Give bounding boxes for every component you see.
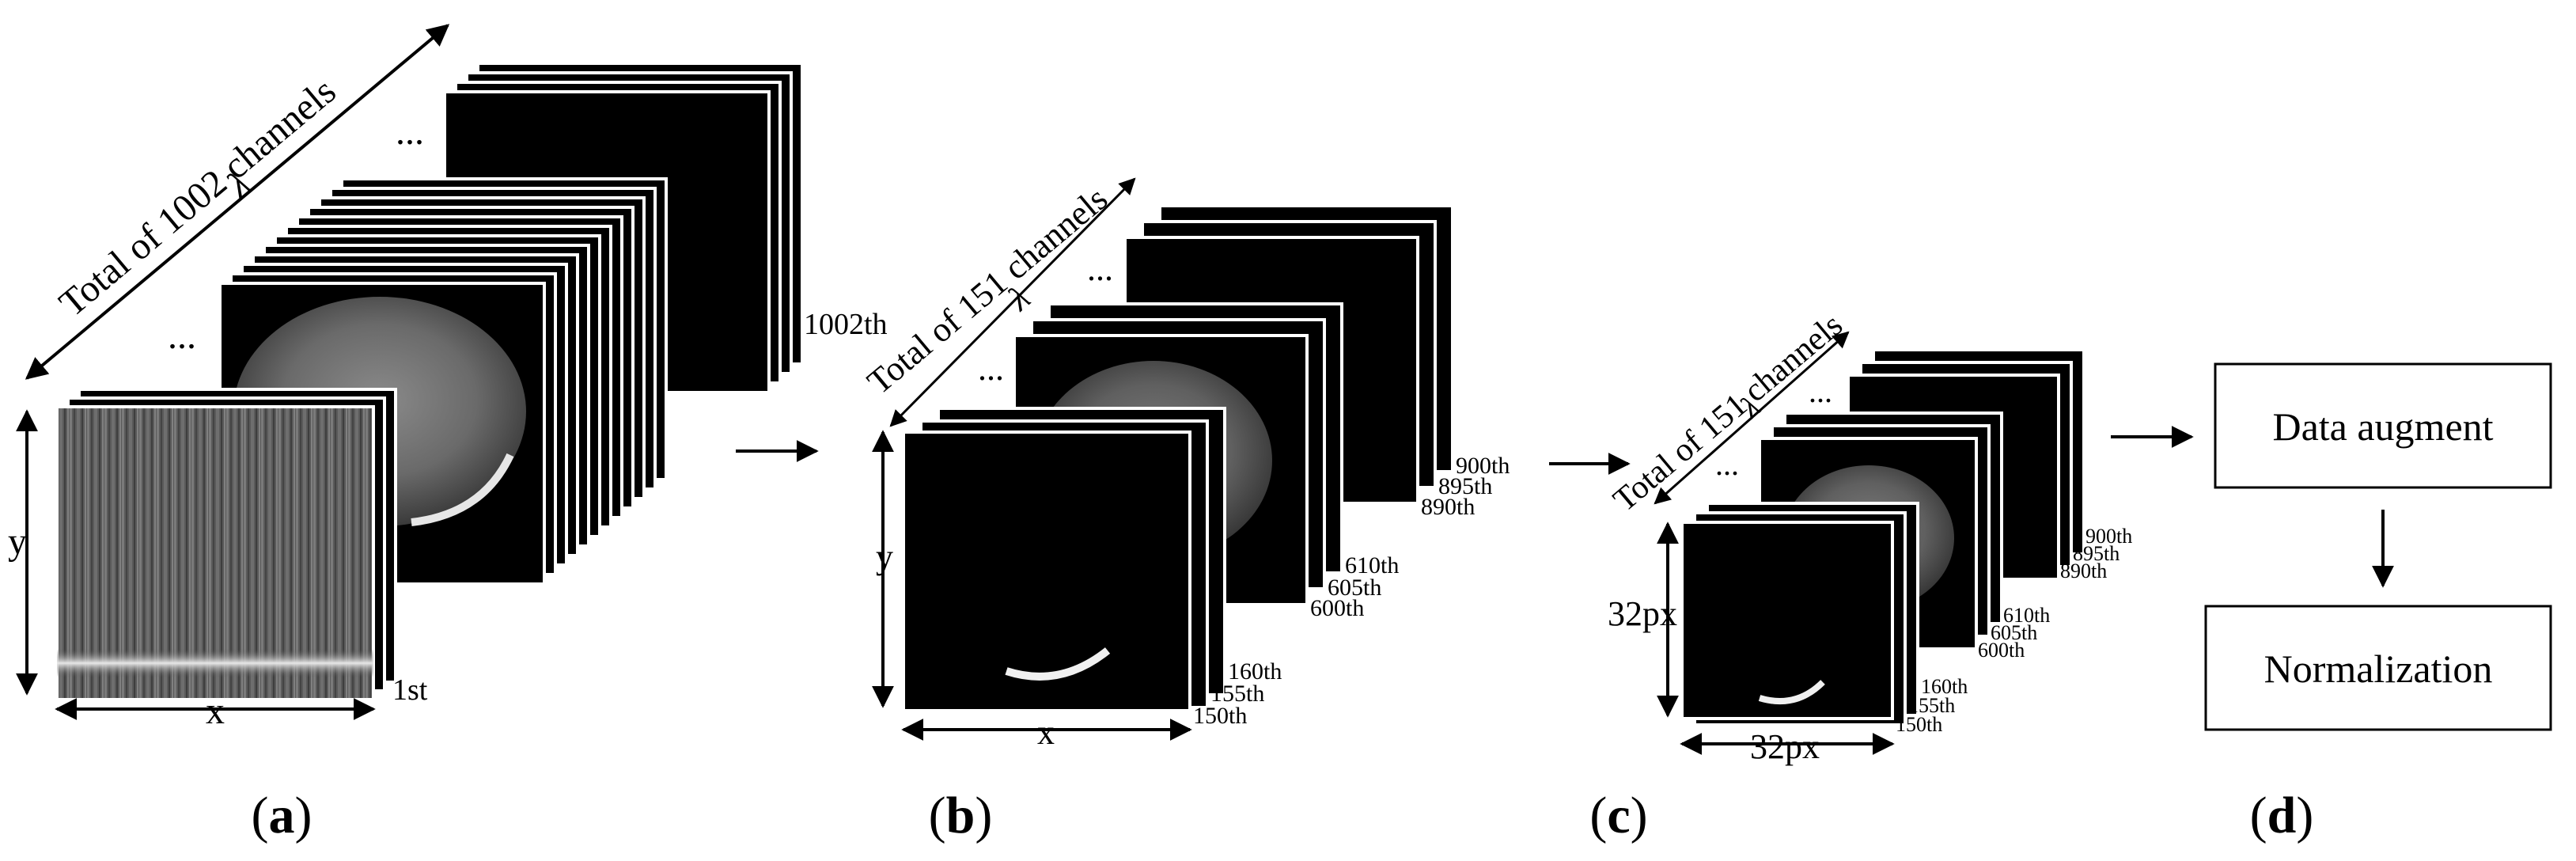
data-augment-label: Data augment <box>2272 404 2493 449</box>
normalization-label: Normalization <box>2264 647 2493 691</box>
x-label-b: x <box>1037 713 1055 752</box>
channel-label-b-890th: 890th <box>1421 494 1475 520</box>
caption-c: (c) <box>1589 787 1647 844</box>
caption-d: (d) <box>2250 787 2314 844</box>
channel-label-b-160th: 160th <box>1228 658 1282 685</box>
stack-b-front <box>902 407 1226 712</box>
caption-b: (b) <box>929 787 993 844</box>
panel-a: Total of 1002 channels λ ... ... 1002th … <box>8 24 888 844</box>
ellipsis-b-top: ... <box>1087 249 1113 288</box>
x-label-c: 32px <box>1750 727 1820 766</box>
channel-label-b-895th: 895th <box>1438 473 1492 499</box>
data-augment-box <box>2214 362 2552 489</box>
channel-label-c-150th: 150th <box>1896 713 1942 736</box>
ellipsis-c-top: ... <box>1809 374 1832 409</box>
stack-a-front <box>55 388 397 701</box>
caption-a: (a) <box>252 787 313 844</box>
normalization-box <box>2204 605 2552 731</box>
ellipsis-b-left: ... <box>978 349 1004 388</box>
y-label-a: y <box>8 521 27 563</box>
y-label-c: 32px <box>1608 594 1677 633</box>
channel-label-b-600th: 600th <box>1310 595 1364 621</box>
panel-b: Total of 151 channels λ ... ... 900th 89… <box>860 177 1510 844</box>
channel-label-c-605th: 605th <box>1991 621 2037 644</box>
panel-d: Data augment Normalization (d) <box>2204 362 2552 844</box>
ellipsis-a-top: ... <box>396 111 424 153</box>
channel-label-c-600th: 600th <box>1978 639 2025 662</box>
channel-label-b-150th: 150th <box>1193 703 1247 729</box>
channel-label-b-605th: 605th <box>1328 575 1381 601</box>
lambda-arrow-b <box>889 177 1136 427</box>
channel-label-b-610th: 610th <box>1345 552 1399 578</box>
y-label-b: y <box>876 537 893 576</box>
channel-label-c-155th: 155th <box>1908 694 1955 717</box>
channel-label-b-900th: 900th <box>1456 453 1510 479</box>
ellipsis-a-left: ... <box>168 315 196 357</box>
channel-label-c-900th: 900th <box>2085 525 2132 548</box>
channel-label-1002th: 1002th <box>804 308 888 341</box>
x-label-a: x <box>206 690 225 732</box>
channel-label-c-895th: 895th <box>2073 542 2120 565</box>
stack-c-front <box>1680 502 1919 726</box>
ellipsis-c-left: ... <box>1715 446 1739 482</box>
channel-label-1st: 1st <box>392 673 428 707</box>
channel-label-c-890th: 890th <box>2060 559 2107 582</box>
channel-label-b-155th: 155th <box>1210 681 1264 707</box>
channel-label-c-610th: 610th <box>2003 604 2050 627</box>
panel-c: Total of 151 channels λ ... ... 900th 89… <box>1589 307 2132 844</box>
channel-label-c-160th: 160th <box>1921 675 1968 698</box>
lambda-arrow-a <box>25 24 450 380</box>
lambda-arrow-c <box>1654 331 1850 505</box>
